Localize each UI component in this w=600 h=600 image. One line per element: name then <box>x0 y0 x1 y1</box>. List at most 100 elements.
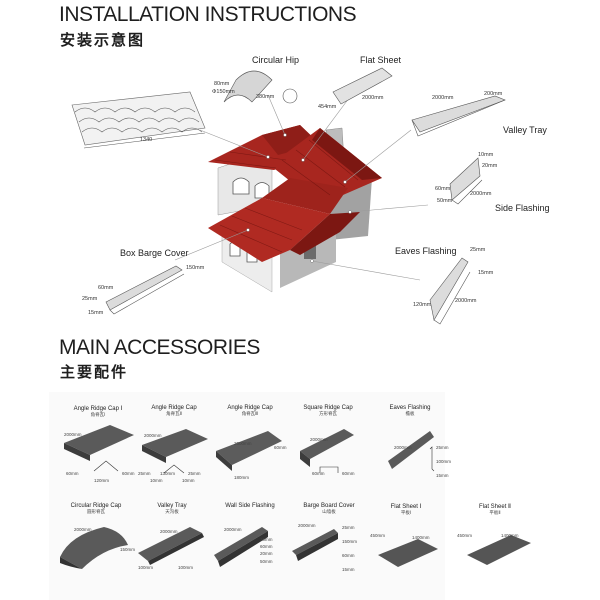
accessory-card: Angle Ridge Cap Ⅰ 角脊瓦Ⅰ 2000mm 60mm 60mm … <box>56 405 140 485</box>
accessory-drawing <box>292 529 338 561</box>
accessory-dim: 2000mm <box>234 441 252 446</box>
accessory-subtitle: 山墙板 <box>322 510 336 515</box>
valley-tray-dim-2: 200mm <box>484 91 503 97</box>
accessories-subtitle: 主要配件 <box>60 363 129 381</box>
accessory-subtitle: 檐板 <box>405 412 415 417</box>
accessory-dim: 10mm <box>150 478 163 483</box>
accessory-card: Barge Board Cover 山墙板 2000mm 25mm 150mm … <box>290 503 368 583</box>
accessory-drawing <box>300 429 354 473</box>
accessory-card: Flat Sheet Ⅰ 平板Ⅰ 450mm 1400mm <box>368 503 444 583</box>
accessory-card: Square Ridge Cap 方形脊瓦 2000mm 60mm 60mm <box>290 405 366 485</box>
accessory-title: Angle Ridge Cap <box>151 405 197 411</box>
accessory-dim: 100mm <box>178 565 194 570</box>
accessory-dim: 2000mm <box>160 529 178 534</box>
accessory-subtitle: 方形脊瓦 <box>319 412 337 417</box>
accessory-title: Eaves Flashing <box>389 405 431 411</box>
accessory-dim: 25mm <box>436 445 449 450</box>
accessory-dim: 450mm <box>457 533 473 538</box>
accessory-drawing <box>64 425 134 472</box>
accessory-dim: 60mm <box>342 553 355 558</box>
accessory-dim: 10mm <box>260 537 273 542</box>
accessory-dim: 150mm <box>120 547 136 552</box>
accessory-title: Angle Ridge Cap <box>227 405 273 411</box>
installation-subtitle: 安装示意图 <box>60 31 146 49</box>
accessory-drawing <box>467 535 531 565</box>
accessory-dim: 2000mm <box>64 432 82 437</box>
side-flashing-dim-4: 50mm <box>437 198 453 204</box>
circular-hip-dim-2: Φ150mm <box>212 89 235 95</box>
accessories-grid <box>49 392 445 600</box>
accessory-dim: 1400mm <box>501 533 519 538</box>
accessory-dim: 150mm <box>342 539 358 544</box>
side-flashing-dim-3: 60mm <box>435 186 451 192</box>
accessory-subtitle: 平板Ⅰ <box>400 511 412 516</box>
installation-title: INSTALLATION INSTRUCTIONS <box>59 3 357 26</box>
accessory-dim: 180mm <box>234 475 250 480</box>
box-barge-cover-dim-3: 25mm <box>82 296 98 302</box>
accessory-dim: 1400mm <box>412 535 430 540</box>
flat-sheet-label: Flat Sheet <box>360 55 402 65</box>
accessory-dim: 2000mm <box>144 433 162 438</box>
accessory-title: Barge Board Cover <box>303 503 355 509</box>
accessory-subtitle: 天沟板 <box>165 510 179 515</box>
accessory-dim: 10mm <box>182 478 195 483</box>
accessory-dim: 120mm <box>94 478 110 483</box>
accessory-dim: 60mm <box>260 544 273 549</box>
accessory-drawing <box>216 431 282 471</box>
accessory-dim: 60mm <box>66 471 79 476</box>
accessory-dim: 25mm <box>138 471 151 476</box>
accessory-card: Angle Ridge Cap 角脊瓦Ⅲ 2000mm 60mm 180mm <box>208 405 292 485</box>
accessory-dim: 2000mm <box>298 523 316 528</box>
tile-length-dim: 1340 <box>140 137 153 143</box>
accessory-title: Valley Tray <box>157 503 187 509</box>
accessory-dim: 130mm <box>160 471 176 476</box>
eaves-flashing-label: Eaves Flashing <box>395 246 457 256</box>
circular-hip-dim-1: 80mm <box>214 81 230 87</box>
accessory-subtitle: 角脊瓦Ⅱ <box>166 412 182 417</box>
box-barge-cover-dim-4: 15mm <box>88 310 104 316</box>
accessory-card: Angle Ridge Cap 角脊瓦Ⅱ 2000mm 25mm 130mm 2… <box>136 405 212 485</box>
accessory-dim: 15mm <box>436 473 449 478</box>
accessory-title: Circular Ridge Cap <box>70 503 122 509</box>
accessory-dim: 15mm <box>342 567 355 572</box>
accessory-dim: 20mm <box>260 551 273 556</box>
circular-hip-dim-3: 380mm <box>256 94 275 100</box>
accessory-dim: 25mm <box>188 471 201 476</box>
accessory-title: Flat Sheet Ⅱ <box>479 504 511 510</box>
accessory-title: Angle Ridge Cap Ⅰ <box>73 406 123 412</box>
side-flashing-dim-2: 20mm <box>482 163 498 169</box>
accessory-subtitle: 平板Ⅱ <box>489 511 501 516</box>
accessory-drawing <box>138 527 204 565</box>
accessory-dim: 100mm <box>436 459 452 464</box>
accessory-drawing <box>214 527 268 567</box>
accessory-card: Circular Ridge Cap 圆形脊瓦 2000mm 150mm <box>56 503 136 583</box>
eaves-flashing-dim-3: 120mm <box>413 302 432 308</box>
side-flashing-dim-5: 2000mm <box>470 191 492 197</box>
accessories-title: MAIN ACCESSORIES <box>59 336 260 359</box>
accessory-card: Eaves Flashing 檐板 2000mm 25mm 100mm 15mm <box>370 405 452 485</box>
accessory-drawing <box>60 527 128 569</box>
accessory-subtitle: 圆形脊瓦 <box>87 510 105 515</box>
eaves-flashing-dim-2: 15mm <box>478 270 494 276</box>
accessory-dim: 450mm <box>370 533 386 538</box>
accessory-dim: 2000mm <box>394 445 412 450</box>
accessory-dim: 60mm <box>312 471 325 476</box>
accessory-drawing <box>378 539 438 567</box>
flat-sheet-dim-1: 454mm <box>318 104 337 110</box>
accessory-dim: 25mm <box>342 525 355 530</box>
accessory-subtitle: 角脊瓦Ⅲ <box>241 412 259 417</box>
accessory-title: Wall Side Flashing <box>225 503 275 509</box>
eaves-flashing-dim-1: 25mm <box>470 247 486 253</box>
accessory-dim: 60mm <box>122 471 135 476</box>
accessory-card: Flat Sheet Ⅱ 平板Ⅱ 450mm 1400mm <box>455 503 535 583</box>
side-flashing-label: Side Flashing <box>495 203 550 213</box>
accessory-dim: 60mm <box>274 445 287 450</box>
box-barge-cover-dim-1: 150mm <box>186 265 205 271</box>
accessory-title: Square Ridge Cap <box>303 405 353 411</box>
